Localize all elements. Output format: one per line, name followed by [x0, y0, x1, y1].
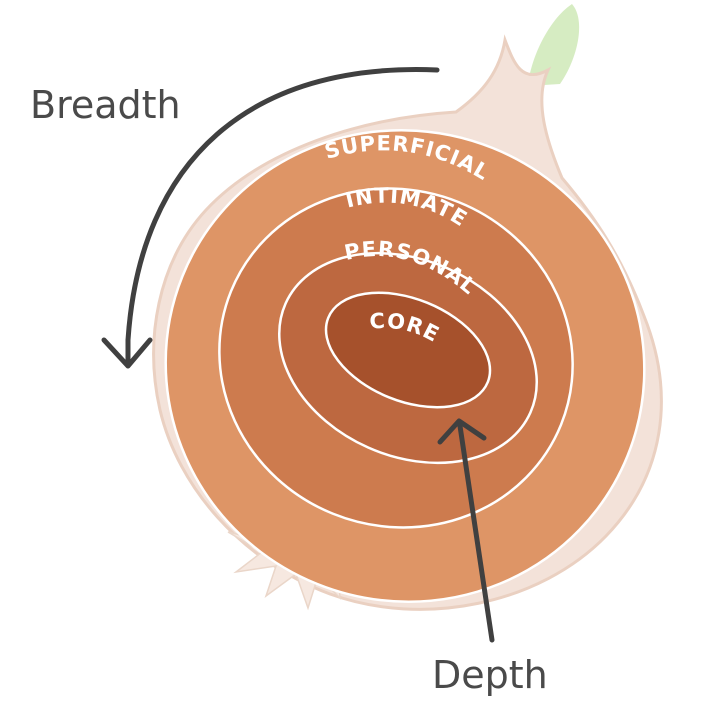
curved-arrow-icon	[101, 67, 440, 369]
layer-ring-core	[324, 291, 492, 409]
depth-label: Depth	[432, 653, 548, 697]
straight-arrow-icon	[437, 418, 495, 643]
breadth-label: Breadth	[30, 83, 181, 127]
sprout-icon	[528, 4, 580, 86]
